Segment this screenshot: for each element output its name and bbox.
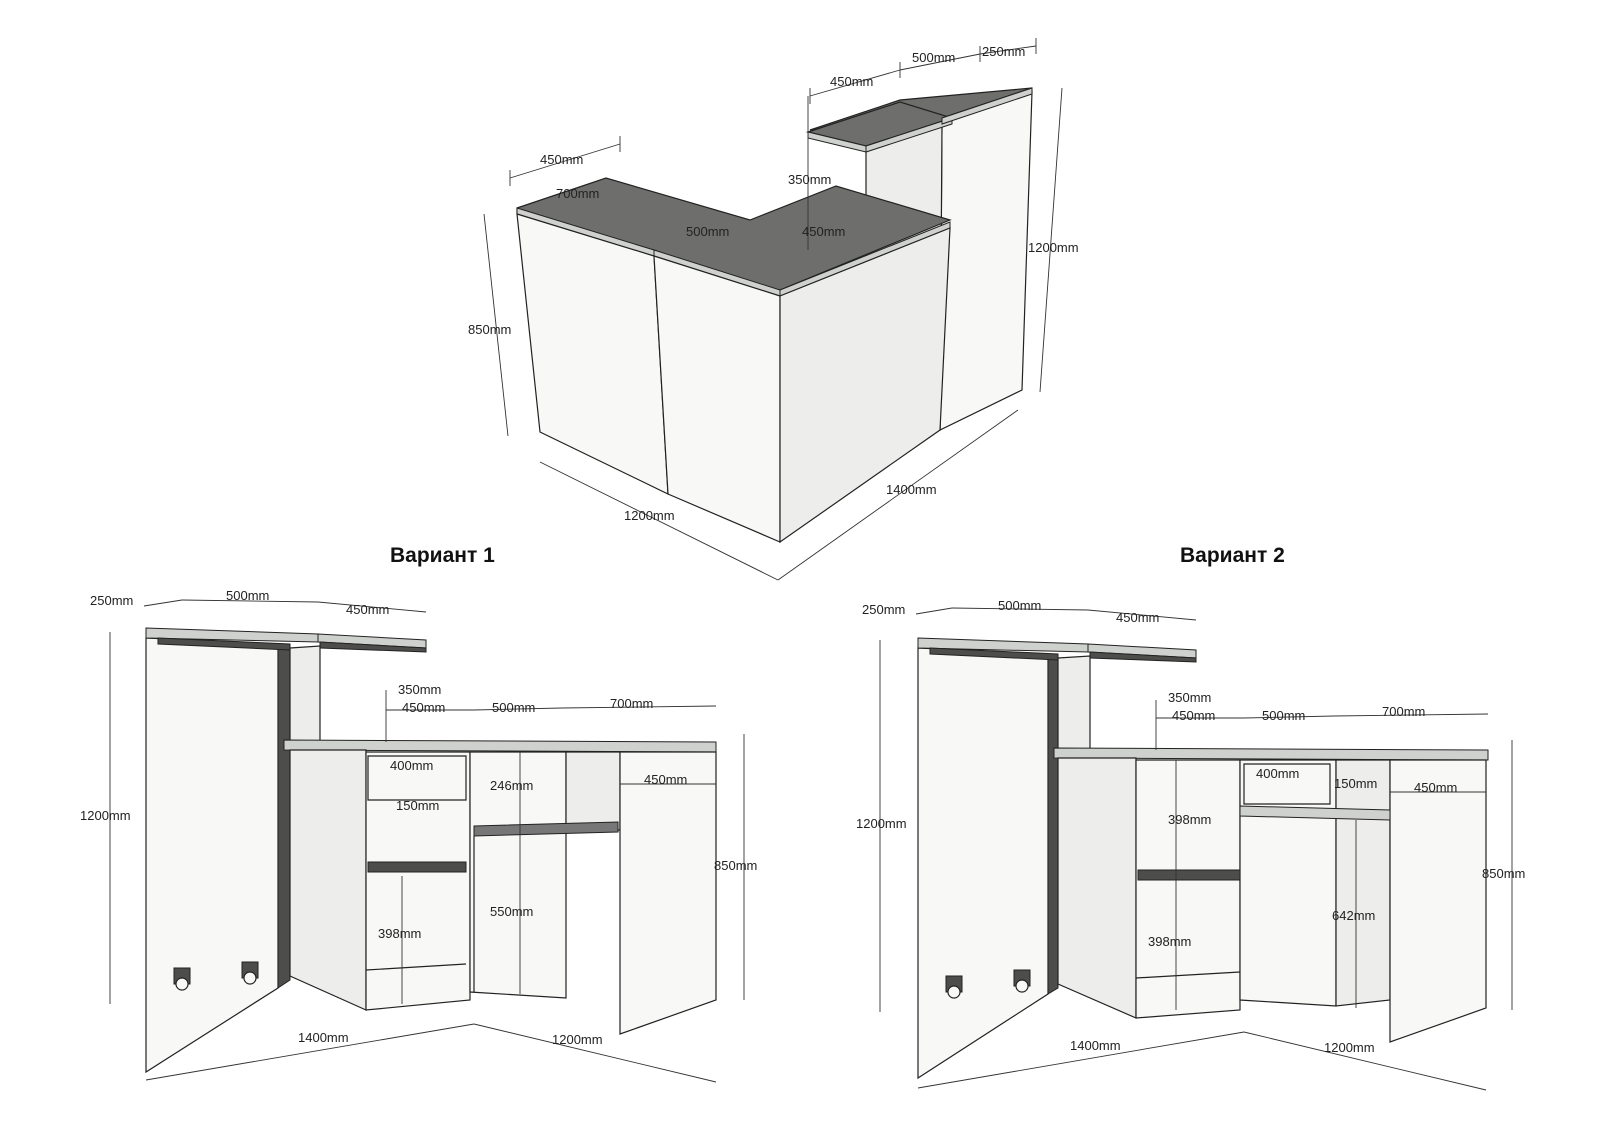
iso-dim-1200w: 1200mm [624,508,675,523]
v2-dim-398b: 398mm [1148,934,1191,949]
variant2-view: 250mm 500mm 450mm 350mm 450mm 500mm 700m… [856,598,1525,1091]
v1-dim-246: 246mm [490,778,533,793]
v2-dim-450b: 450mm [1172,708,1215,723]
iso-dim-700: 700mm [556,186,599,201]
iso-dim-350: 350mm [788,172,831,187]
iso-dim-450a: 450mm [540,152,583,167]
iso-dim-250: 250mm [982,44,1025,59]
v2-dim-1400: 1400mm [1070,1038,1121,1053]
counter-front-right [779,227,951,544]
counter-front-left [516,213,669,495]
variant2-dimension-lines [879,607,1513,1091]
v2-dim-642: 642mm [1332,908,1375,923]
iso-dim-450c: 450mm [802,224,845,239]
iso-dim-850: 850mm [468,322,511,337]
v2-dim-1200h: 1200mm [856,816,907,831]
v2-dim-450c: 450mm [1414,780,1457,795]
v2-dim-150: 150mm [1334,776,1377,791]
v2-dim-1200w: 1200mm [1324,1040,1375,1055]
v1-dim-550: 550mm [490,904,533,919]
v1-dim-250: 250mm [90,593,133,608]
v2-dim-350: 350mm [1168,690,1211,705]
variant1-dimension-lines [109,599,745,1083]
variant1-view: 250mm 500mm 450mm 350mm 450mm 500mm 700m… [80,588,757,1083]
v2-dim-450a: 450mm [1116,610,1159,625]
iso-dimension-lines [483,38,1063,581]
variant1-title: Вариант 1 [390,544,495,567]
iso-dim-500b: 500mm [686,224,729,239]
v2-dim-500: 500mm [998,598,1041,613]
v1-dim-700: 700mm [610,696,653,711]
v2-dim-500b: 500mm [1262,708,1305,723]
iso-dim-1400: 1400mm [886,482,937,497]
tall-block-front [939,91,1033,431]
v1-dim-1400: 1400mm [298,1030,349,1045]
v1-dim-850: 850mm [714,858,757,873]
v2-dim-850: 850mm [1482,866,1525,881]
variant2-title: Вариант 2 [1180,544,1285,567]
iso-dim-1200h: 1200mm [1028,240,1079,255]
v1-dim-450b: 450mm [402,700,445,715]
iso-dim-450b: 450mm [830,74,873,89]
v1-dim-398: 398mm [378,926,421,941]
iso-dim-500a: 500mm [912,50,955,65]
v1-dim-1200h: 1200mm [80,808,131,823]
v2-dim-700: 700mm [1382,704,1425,719]
v2-dim-398a: 398mm [1168,812,1211,827]
v2-dim-250: 250mm [862,602,905,617]
v2-dim-400: 400mm [1256,766,1299,781]
isometric-view: 450mm 450mm 500mm 250mm 700mm 350mm 500m… [468,38,1079,581]
v1-dim-1200w: 1200mm [552,1032,603,1047]
v1-dim-350: 350mm [398,682,441,697]
v1-dim-150: 150mm [396,798,439,813]
counter-front-mid [653,255,781,543]
v1-dim-400: 400mm [390,758,433,773]
v1-dim-450a: 450mm [346,602,389,617]
v1-dim-450c: 450mm [644,772,687,787]
v1-dim-500b: 500mm [492,700,535,715]
v1-dim-500: 500mm [226,588,269,603]
